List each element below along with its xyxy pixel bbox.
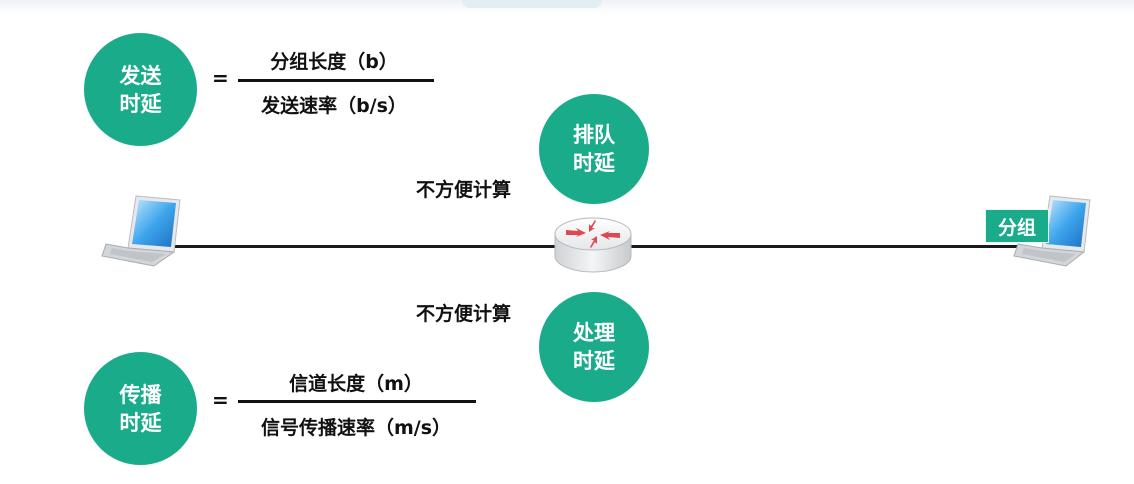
top-tab [462, 0, 602, 8]
processing-delay-circle: 处理 时延 [539, 292, 649, 402]
queuing-delay-label-line2: 时延 [573, 151, 615, 175]
queuing-delay-label-line1: 排队 [573, 123, 615, 147]
transmission-equals-sign: = [212, 66, 229, 90]
laptop-icon [101, 195, 181, 267]
laptop-icon [1013, 195, 1091, 267]
queuing-delay-note: 不方便计算 [416, 179, 512, 201]
propagation-numerator: 信道长度（m） [289, 373, 423, 395]
queuing-delay-circle: 排队 时延 [539, 94, 649, 204]
packet-badge: 分组 [985, 209, 1049, 243]
processing-delay-label-line2: 时延 [573, 349, 615, 373]
transmission-numerator: 分组长度（b） [270, 51, 398, 73]
transmission-fraction-bar [238, 79, 434, 82]
propagation-delay-circle: 传播 时延 [84, 352, 197, 465]
propagation-delay-label-line2: 时延 [119, 410, 162, 435]
transmission-delay-label-line2: 时延 [119, 91, 162, 116]
propagation-delay-label-line1: 传播 [119, 382, 162, 407]
transmission-delay-label-line1: 发送 [119, 63, 162, 88]
processing-delay-note: 不方便计算 [416, 303, 512, 325]
transmission-denominator: 发送速率（b/s） [261, 95, 407, 117]
link-left [172, 245, 564, 248]
propagation-denominator: 信号传播速率（m/s） [260, 417, 452, 439]
transmission-delay-circle: 发送 时延 [84, 33, 197, 146]
link-right [628, 245, 1022, 248]
propagation-equals-sign: = [212, 388, 229, 412]
processing-delay-label-line1: 处理 [573, 321, 615, 345]
propagation-fraction-bar [238, 400, 476, 403]
router-icon [554, 217, 632, 273]
